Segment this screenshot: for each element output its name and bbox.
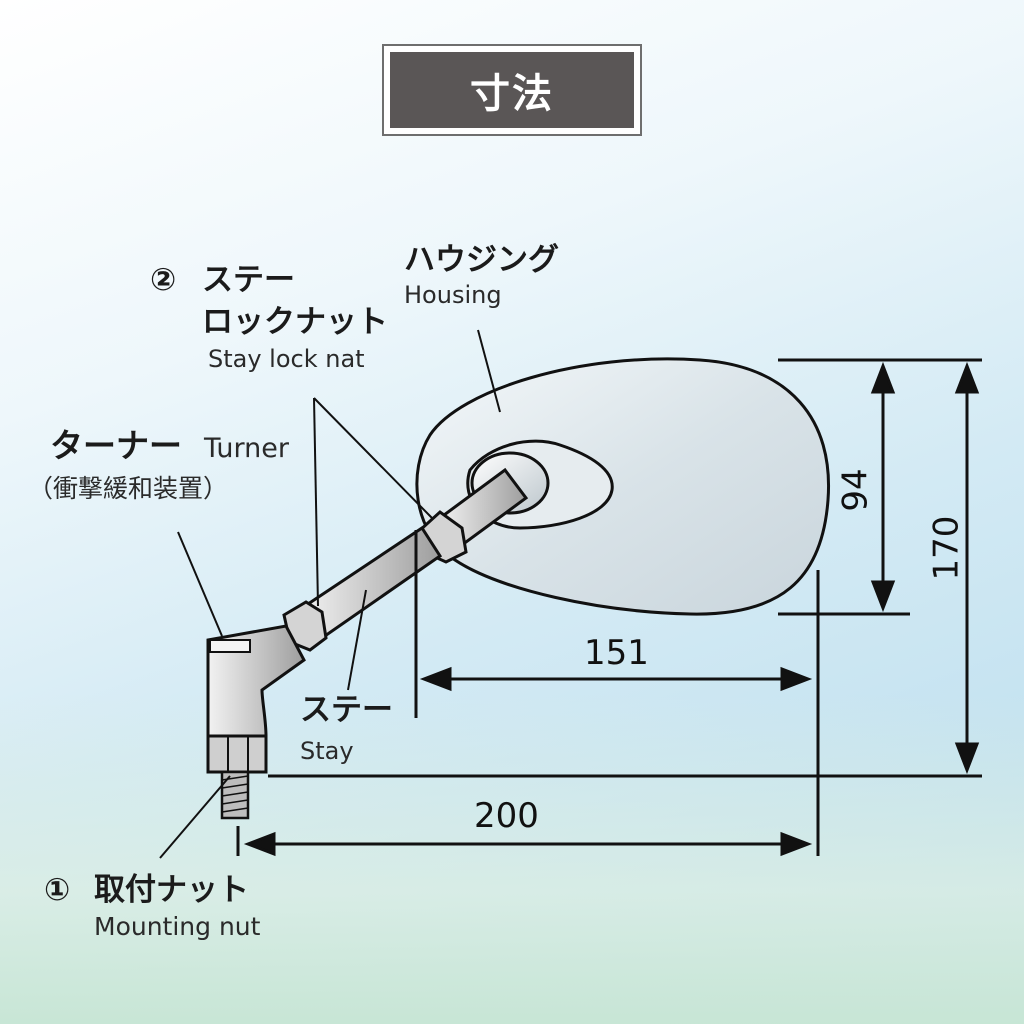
mounting-nut-number: ① <box>44 872 71 908</box>
housing-shape <box>415 357 831 616</box>
dimension-151: 151 <box>584 633 649 673</box>
housing-label-en: Housing <box>404 281 502 309</box>
turner-label-en: Turner <box>204 433 289 464</box>
lock-nut-label-en: Stay lock nat <box>208 345 365 373</box>
dimension-lines <box>236 358 982 857</box>
leader-lines <box>159 329 501 859</box>
housing-label-jp: ハウジング <box>404 242 559 278</box>
lock-nut-label-jp-1: ステー <box>202 262 295 298</box>
turner-label-jp: ターナー <box>50 426 182 465</box>
mounting-nut-label-en: Mounting nut <box>94 912 261 941</box>
turner-label-sub: （衝撃緩和装置） <box>28 474 229 503</box>
mounting-nut <box>206 734 268 774</box>
dimension-94: 94 <box>835 468 876 512</box>
mounting-nut-label-jp: 取付ナット <box>94 872 249 908</box>
lock-nut-label-jp-2: ロックナット <box>202 304 388 340</box>
page-title: 寸法 <box>390 52 634 128</box>
dimension-170: 170 <box>926 515 967 581</box>
title-box: 寸法 <box>382 44 642 136</box>
stay-label-en: Stay <box>300 737 354 765</box>
turner-top-face <box>209 639 251 653</box>
stay-label-jp: ステー <box>300 692 393 728</box>
lock-nut-number: ② <box>150 262 177 298</box>
dimension-200: 200 <box>474 796 539 836</box>
